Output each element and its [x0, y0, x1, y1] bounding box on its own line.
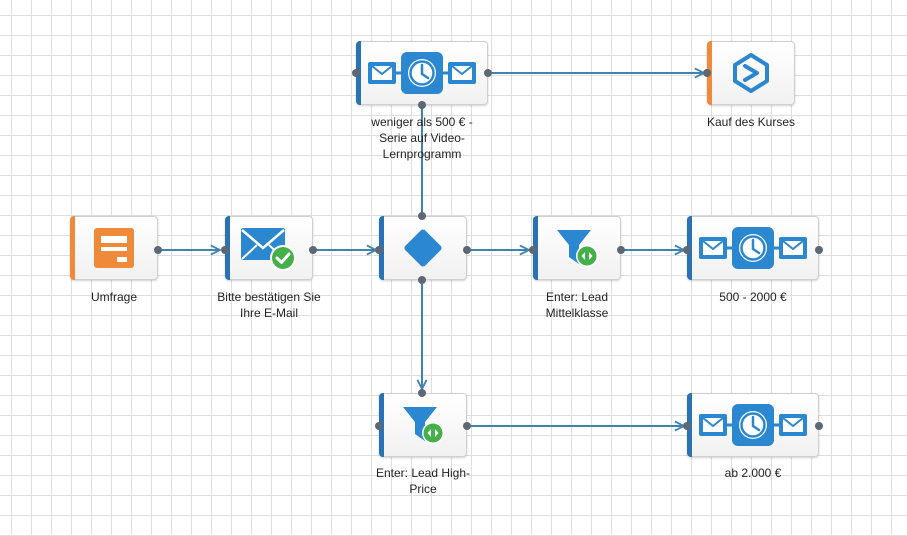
node-sequence-500-2000-label: 500 - 2000 €	[719, 290, 787, 304]
port-decision-in-top[interactable]	[418, 212, 426, 220]
node-umfrage-label: Umfrage	[90, 290, 137, 304]
port-email-in[interactable]	[221, 246, 229, 254]
email-check-icon	[241, 228, 296, 271]
port-seqtop-out[interactable]	[484, 69, 492, 77]
port-leadhigh-out[interactable]	[463, 422, 471, 430]
email-sequence-icon	[699, 227, 807, 269]
node-kauf-des-kurses[interactable]	[707, 41, 795, 105]
diamond-decision-icon	[404, 229, 442, 267]
filter-icon	[403, 407, 444, 444]
node-sequence-ab-2000[interactable]	[687, 393, 819, 457]
port-umfrage-out[interactable]	[154, 246, 162, 254]
port-decision-out-right[interactable]	[463, 246, 471, 254]
node-lead-high-price[interactable]	[379, 393, 467, 457]
port-email-out[interactable]	[309, 246, 317, 254]
node-lead-mittelklasse[interactable]	[533, 216, 621, 280]
port-seqbottom-out[interactable]	[815, 422, 823, 430]
node-lead-mittelklasse-label: Enter: Lead Mittelklasse	[545, 290, 609, 320]
email-sequence-icon	[699, 404, 807, 446]
node-sequence-under-500-label: weniger als 500 € - Serie auf Video- Ler…	[371, 115, 473, 161]
node-umfrage[interactable]	[70, 216, 158, 280]
port-seqtop-out-bottom[interactable]	[418, 101, 426, 109]
port-decision-in[interactable]	[375, 246, 383, 254]
port-seqmid-out[interactable]	[815, 246, 823, 254]
node-email-confirm[interactable]	[225, 216, 313, 280]
email-sequence-icon	[368, 52, 476, 94]
port-leadmid-out[interactable]	[617, 246, 625, 254]
node-decision[interactable]	[379, 216, 467, 280]
port-seqtop-in[interactable]	[352, 69, 360, 77]
port-leadhigh-in[interactable]	[375, 422, 383, 430]
survey-form-icon	[94, 228, 134, 268]
port-leadmid-in[interactable]	[529, 246, 537, 254]
node-email-confirm-label: Bitte bestätigen Sie Ihre E-Mail	[217, 290, 321, 320]
purchase-logo-icon	[733, 53, 769, 93]
port-purchase-in[interactable]	[703, 69, 711, 77]
port-seqbottom-in[interactable]	[683, 422, 691, 430]
port-seqmid-in[interactable]	[683, 246, 691, 254]
node-sequence-ab-2000-label: ab 2.000 €	[724, 466, 782, 480]
port-decision-out-bottom[interactable]	[418, 276, 426, 284]
node-lead-high-price-label: Enter: Lead High- Price	[375, 466, 471, 496]
node-kauf-des-kurses-label: Kauf des Kurses	[706, 115, 796, 129]
node-sequence-500-2000[interactable]	[687, 216, 819, 280]
node-sequence-under-500[interactable]	[356, 41, 488, 105]
filter-icon	[557, 230, 598, 267]
port-leadhigh-in-top[interactable]	[418, 389, 426, 397]
